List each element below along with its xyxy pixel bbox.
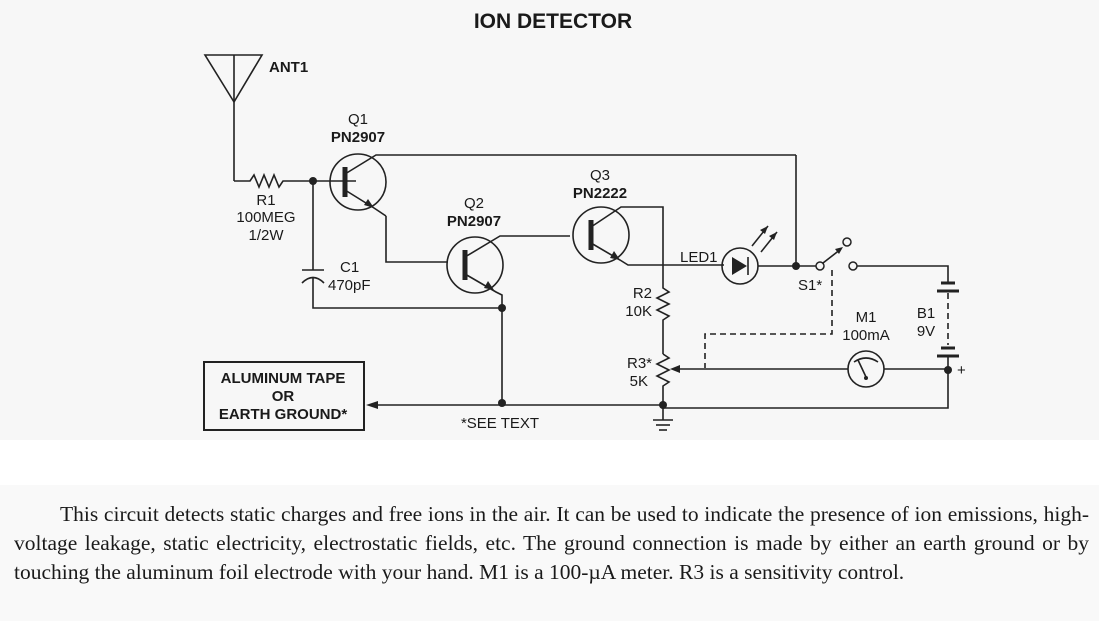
resistor-r1 bbox=[234, 172, 356, 190]
r2-value: 10K bbox=[625, 303, 652, 320]
r1-rating: 1/2W bbox=[248, 227, 284, 244]
ground-box-line2: OR bbox=[272, 388, 295, 405]
ground-icon bbox=[653, 408, 673, 431]
transistor-q2 bbox=[446, 235, 570, 402]
spacer bbox=[0, 440, 1099, 485]
antenna-icon bbox=[203, 54, 264, 181]
q2-ref: Q2 bbox=[464, 195, 484, 212]
ground-box-line3: EARTH GROUND* bbox=[219, 406, 347, 423]
see-text-note: *SEE TEXT bbox=[461, 415, 539, 432]
junction-dot bbox=[792, 262, 800, 270]
description-text: This circuit detects static charges and … bbox=[14, 502, 1089, 584]
led1-label: LED1 bbox=[680, 249, 718, 266]
r1-value: 100MEG bbox=[236, 209, 295, 226]
resistor-r2 bbox=[655, 285, 671, 354]
m1-ref: M1 bbox=[856, 309, 877, 326]
junction-dot bbox=[498, 399, 506, 407]
b1-ref: B1 bbox=[917, 305, 935, 322]
description-paragraph: This circuit detects static charges and … bbox=[14, 500, 1089, 587]
ant1-label: ANT1 bbox=[269, 59, 308, 76]
potentiometer-r3[interactable] bbox=[655, 353, 671, 408]
b1-value: 9V bbox=[917, 323, 935, 340]
q3-part: PN2222 bbox=[573, 185, 627, 202]
battery-icon bbox=[937, 281, 959, 358]
r3-ref: R3* bbox=[627, 355, 652, 372]
q1-ref: Q1 bbox=[348, 111, 368, 128]
b1-polarity: + bbox=[957, 362, 966, 379]
junction-dot bbox=[944, 366, 952, 374]
ground-box bbox=[203, 361, 365, 431]
transistor-q1 bbox=[329, 153, 796, 217]
m1-value: 100mA bbox=[842, 327, 890, 344]
text-panel bbox=[0, 485, 1099, 621]
r1-ref: R1 bbox=[256, 192, 275, 209]
meter-icon bbox=[847, 350, 885, 388]
c1-ref: C1 bbox=[340, 259, 359, 276]
ground-box-line1: ALUMINUM TAPE bbox=[221, 370, 346, 387]
diagram-title: ION DETECTOR bbox=[474, 10, 632, 33]
schematic-panel bbox=[0, 0, 1099, 440]
s1-label: S1* bbox=[798, 277, 822, 294]
switch-s1[interactable] bbox=[815, 237, 858, 271]
circuit-schematic: ION DETECTOR ANT1 R1 100MEG 1/2W C1 470p… bbox=[203, 10, 966, 432]
junction-dot bbox=[498, 304, 506, 312]
led-icon bbox=[721, 225, 778, 285]
r3-value: 5K bbox=[630, 373, 648, 390]
q2-part: PN2907 bbox=[447, 213, 501, 230]
q1-part: PN2907 bbox=[331, 129, 385, 146]
q3-ref: Q3 bbox=[590, 167, 610, 184]
r2-ref: R2 bbox=[633, 285, 652, 302]
c1-value: 470pF bbox=[328, 277, 371, 294]
transistor-q3 bbox=[572, 206, 724, 285]
